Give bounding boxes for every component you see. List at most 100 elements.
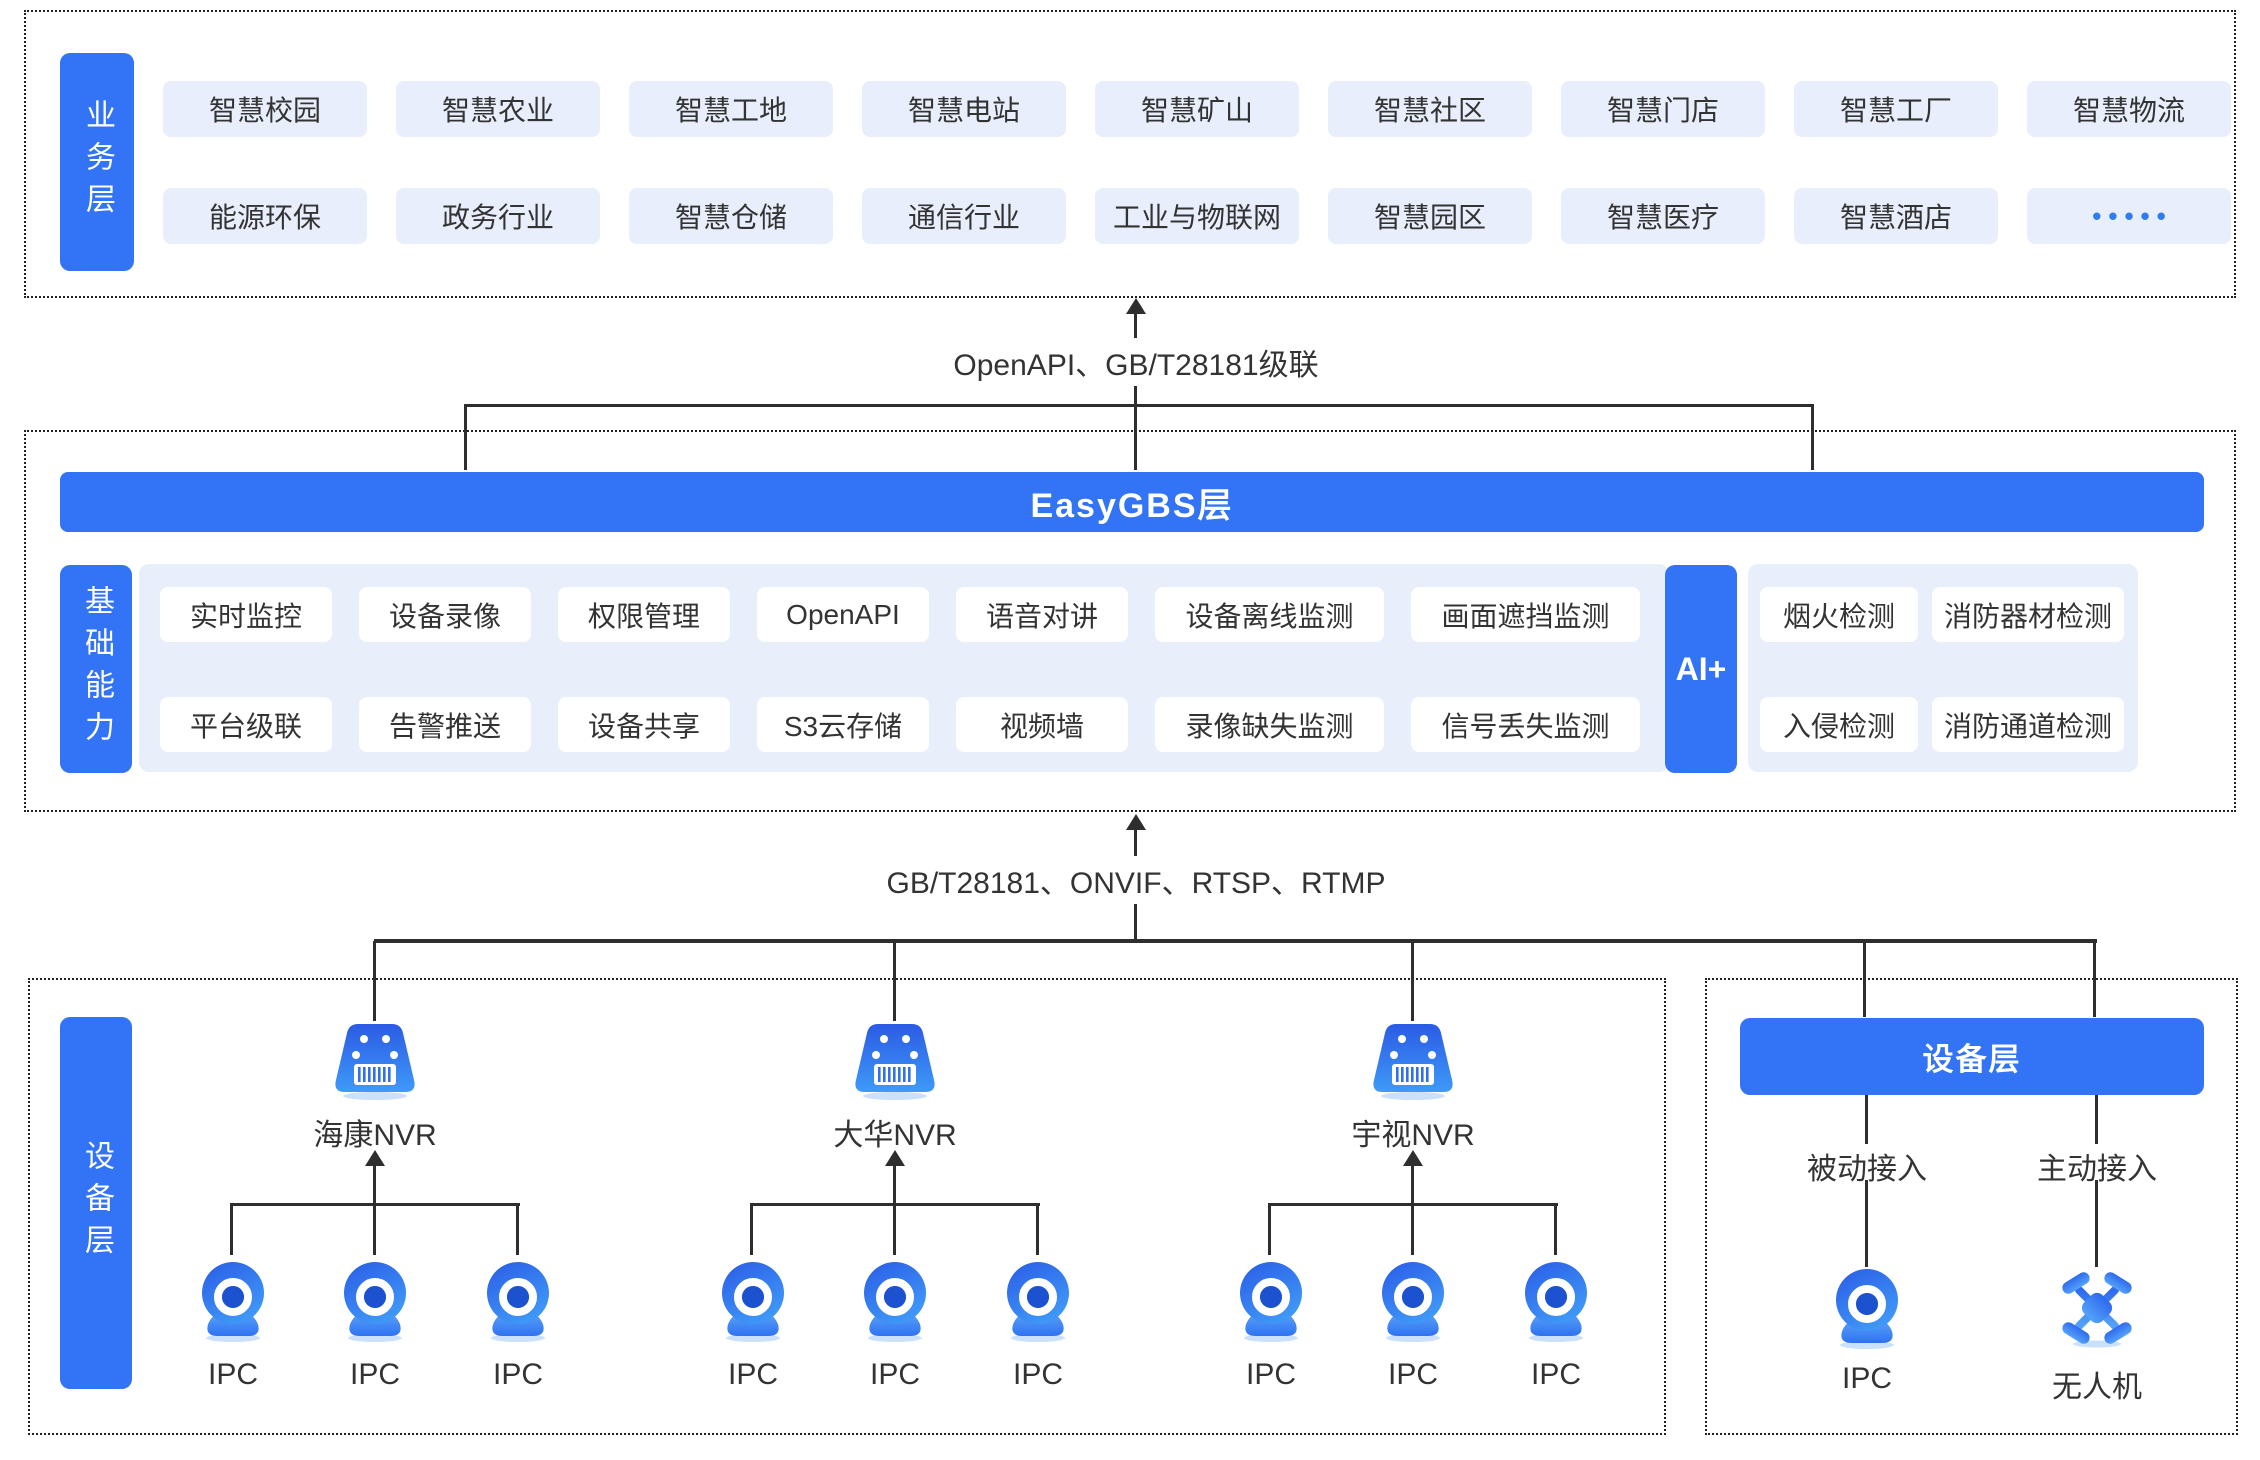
business-items-row: 能源环保政务行业智慧仓储通信行业工业与物联网智慧园区智慧医疗智慧酒店••••• — [163, 188, 2231, 244]
connector-line — [373, 1203, 376, 1255]
business-item: 智慧园区 — [1328, 188, 1532, 244]
ipc-label: IPC — [1387, 1358, 1438, 1391]
ai-plus-label: AI+ — [1665, 565, 1737, 773]
nvr-cluster: 海康NVR — [192, 1020, 558, 1410]
capability-item: OpenAPI — [757, 587, 929, 642]
capability-item: 信号丢失监测 — [1411, 697, 1640, 752]
ipc-camera-icon — [1373, 1260, 1453, 1342]
drone-icon — [2057, 1267, 2137, 1349]
nvr-cluster: 大华NVR — [712, 1020, 1078, 1410]
capability-item: 实时监控 — [160, 587, 332, 642]
easygbs-layer-section: EasyGBS层 基础能力 实时监控设备录像权限管理 OpenAPI 语音对讲设备离… — [24, 430, 2236, 812]
connector-line — [2093, 941, 2096, 1017]
capability-item: 平台级联 — [160, 697, 332, 752]
ipc-label: IPC — [869, 1358, 920, 1391]
connector-line — [893, 941, 896, 1021]
nvr-label: 大华NVR — [833, 1119, 957, 1152]
connector-line — [1134, 312, 1137, 470]
connector-line — [1411, 1203, 1414, 1255]
capability-item: S3云存储 — [757, 697, 929, 752]
easygbs-layer-title: EasyGBS层 — [1030, 486, 1234, 525]
connector-line — [2095, 1095, 2098, 1144]
bottom-connector-label: GB/T28181、ONVIF、RTSP、RTMP — [870, 856, 1402, 904]
nvr-recorder-icon — [327, 1020, 423, 1100]
connector-line — [1811, 404, 1814, 470]
device-layer-label: 设备层 — [60, 1017, 132, 1389]
arrow-up-icon — [1126, 298, 1146, 314]
device-type-label: 无人机 — [2052, 1371, 2142, 1404]
connector-line — [373, 1166, 376, 1203]
device-layer-label-text: 设备层 — [80, 1140, 113, 1266]
capability-item: 设备录像 — [359, 587, 531, 642]
ipc-label: IPC — [727, 1358, 778, 1391]
business-item: 智慧仓储 — [629, 188, 833, 244]
ipc-label: IPC — [207, 1358, 258, 1391]
business-item: 智慧电站 — [862, 81, 1066, 137]
nvr-label: 宇视NVR — [1351, 1119, 1475, 1152]
arrow-up-icon — [365, 1150, 385, 1166]
ipc-label: IPC — [1245, 1358, 1296, 1391]
arrow-up-icon — [885, 1150, 905, 1166]
connector-line — [750, 1203, 753, 1255]
business-item: ••••• — [2027, 188, 2231, 244]
device-layer-header: 设备层 — [1740, 1018, 2204, 1095]
capability-item: 权限管理 — [558, 587, 730, 642]
business-item: 智慧矿山 — [1095, 81, 1299, 137]
basic-capability-label: 基础能力 — [60, 565, 132, 773]
business-layer-label-text: 业务层 — [81, 99, 114, 225]
connector-line — [464, 404, 467, 470]
capability-row: 实时监控设备录像权限管理 OpenAPI 语音对讲设备离线监测画面遮挡监测 — [160, 587, 1640, 642]
connector-line — [374, 939, 2097, 943]
ai-capability-item: 消防通道检测 — [1932, 697, 2124, 752]
connector-line — [893, 1166, 896, 1203]
connector-line — [1411, 941, 1414, 1021]
nvr-cluster: 宇视NVR — [1230, 1020, 1596, 1410]
ai-capability-item: 烟火检测 — [1760, 587, 1918, 642]
capability-item: 画面遮挡监测 — [1411, 587, 1640, 642]
ipc-camera-icon — [335, 1260, 415, 1342]
ai-capability-item: 消防器材检测 — [1932, 587, 2124, 642]
ipc-camera-icon — [713, 1260, 793, 1342]
connector-line — [1865, 1095, 1868, 1144]
arrow-up-icon — [1126, 814, 1146, 830]
easygbs-layer-bar: EasyGBS层 — [60, 472, 2204, 532]
ipc-camera-icon — [1231, 1260, 1311, 1342]
ipc-camera-icon — [1827, 1267, 1907, 1349]
ipc-camera-icon — [193, 1260, 273, 1342]
nvr-label: 海康NVR — [313, 1119, 437, 1152]
ipc-camera-icon — [478, 1260, 558, 1342]
ipc-camera-icon — [855, 1260, 935, 1342]
device-layer-right-section: 设备层 被动接入 主动接入 — [1705, 978, 2238, 1435]
connector-line — [1036, 1203, 1039, 1255]
capability-item: 设备离线监测 — [1155, 587, 1384, 642]
connector-line — [2095, 1180, 2098, 1267]
basic-capability-label-text: 基础能力 — [80, 585, 113, 753]
business-item: 通信行业 — [862, 188, 1066, 244]
ipc-camera-icon — [1516, 1260, 1596, 1342]
ipc-label: IPC — [349, 1358, 400, 1391]
business-item: 能源环保 — [163, 188, 367, 244]
connector-line — [1411, 1166, 1414, 1203]
ai-panel: 烟火检测消防器材检测 入侵检测消防通道检测 — [1748, 564, 2138, 772]
arrow-up-icon — [1403, 1150, 1423, 1166]
business-layer-label: 业务层 — [60, 53, 134, 271]
connector-line — [1865, 1180, 1868, 1267]
business-item: 智慧农业 — [396, 81, 600, 137]
business-layer-section: 业务层 智慧校园智慧农业智慧工地智慧电站智慧矿山智慧社区智慧门店智慧工厂智慧物流… — [24, 10, 2236, 298]
business-item: 智慧酒店 — [1794, 188, 1998, 244]
capability-item: 告警推送 — [359, 697, 531, 752]
capability-item: 语音对讲 — [956, 587, 1128, 642]
connector-line — [516, 1203, 519, 1255]
connector-line — [1863, 941, 1866, 1017]
ipc-label: IPC — [1012, 1358, 1063, 1391]
business-item: 智慧物流 — [2027, 81, 2231, 137]
device-type-label: IPC — [1841, 1362, 1892, 1395]
top-connector-label: OpenAPI、GB/T28181级联 — [937, 338, 1335, 386]
ipc-label: IPC — [1530, 1358, 1581, 1391]
nvr-recorder-icon — [1365, 1020, 1461, 1100]
ai-capability-item: 入侵检测 — [1760, 697, 1918, 752]
connector-line — [230, 1203, 233, 1255]
ai-capability-row: 烟火检测消防器材检测 — [1760, 587, 2124, 642]
business-items-row: 智慧校园智慧农业智慧工地智慧电站智慧矿山智慧社区智慧门店智慧工厂智慧物流 — [163, 81, 2231, 137]
